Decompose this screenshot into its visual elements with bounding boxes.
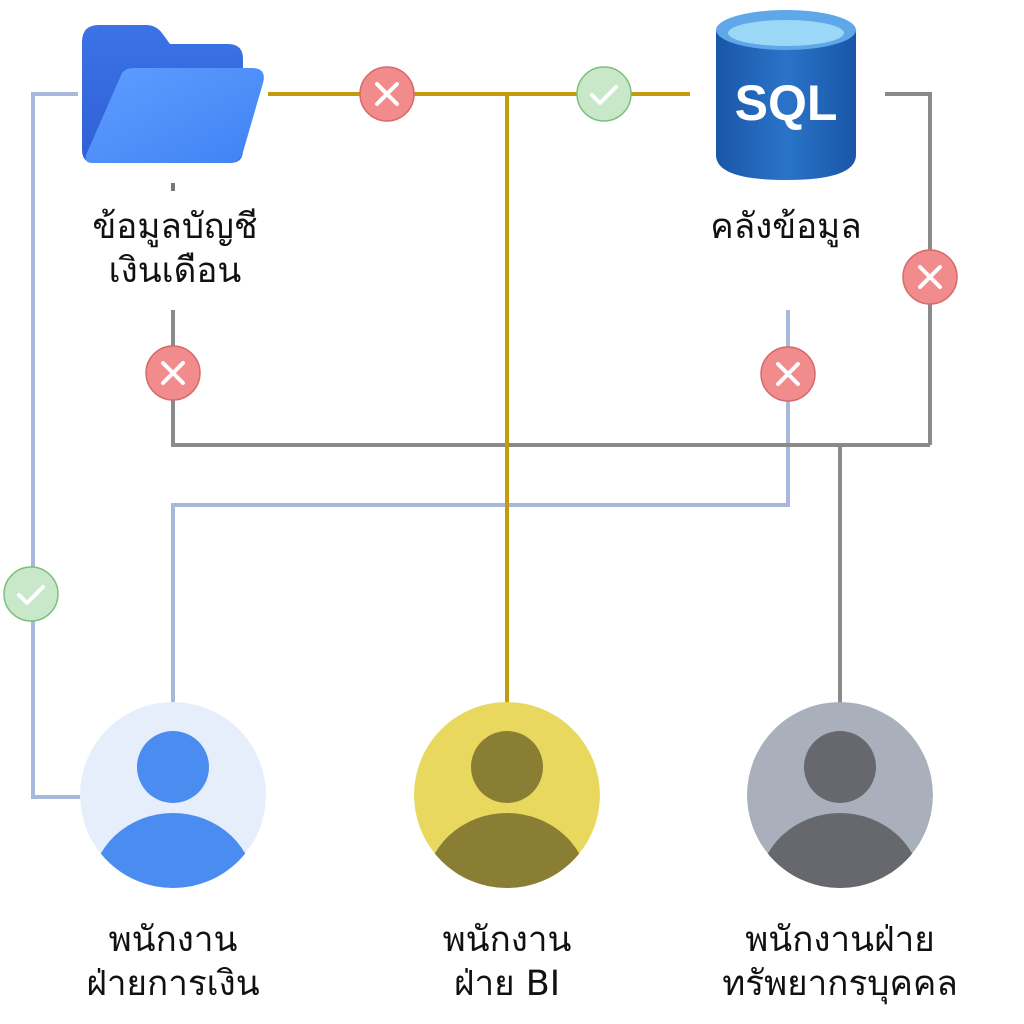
folder-icon — [82, 25, 264, 163]
finance-to-payroll-line — [31, 92, 80, 799]
warehouse-label: คลังข้อมูล — [710, 207, 862, 247]
folder-anchor-dot — [171, 183, 175, 191]
user-avatar-icon — [414, 702, 600, 888]
check-icon — [576, 66, 632, 122]
user-avatar-icon — [80, 702, 266, 888]
cross-icon — [760, 346, 816, 402]
sql-icon-text: SQL — [735, 75, 838, 131]
sql-database-icon: SQL — [716, 10, 856, 180]
finance-user-label: พนักงาน ฝ่ายการเงิน — [86, 920, 260, 1004]
hr-user-label: พนักงานฝ่าย ทรัพยากรบุคคล — [722, 920, 958, 1004]
payroll-label: ข้อมูลบัญชี เงินเดือน — [92, 207, 258, 291]
cross-icon — [145, 345, 201, 401]
check-icon — [3, 566, 59, 622]
user-avatar-icon — [747, 702, 933, 888]
hr-to-warehouse-line — [885, 92, 932, 445]
cross-icon — [902, 249, 958, 305]
bi-user-label: พนักงาน ฝ่าย BI — [442, 920, 572, 1004]
finance-to-warehouse-line — [171, 310, 790, 702]
hr-to-payroll-line — [171, 310, 930, 447]
cross-icon — [359, 66, 415, 122]
